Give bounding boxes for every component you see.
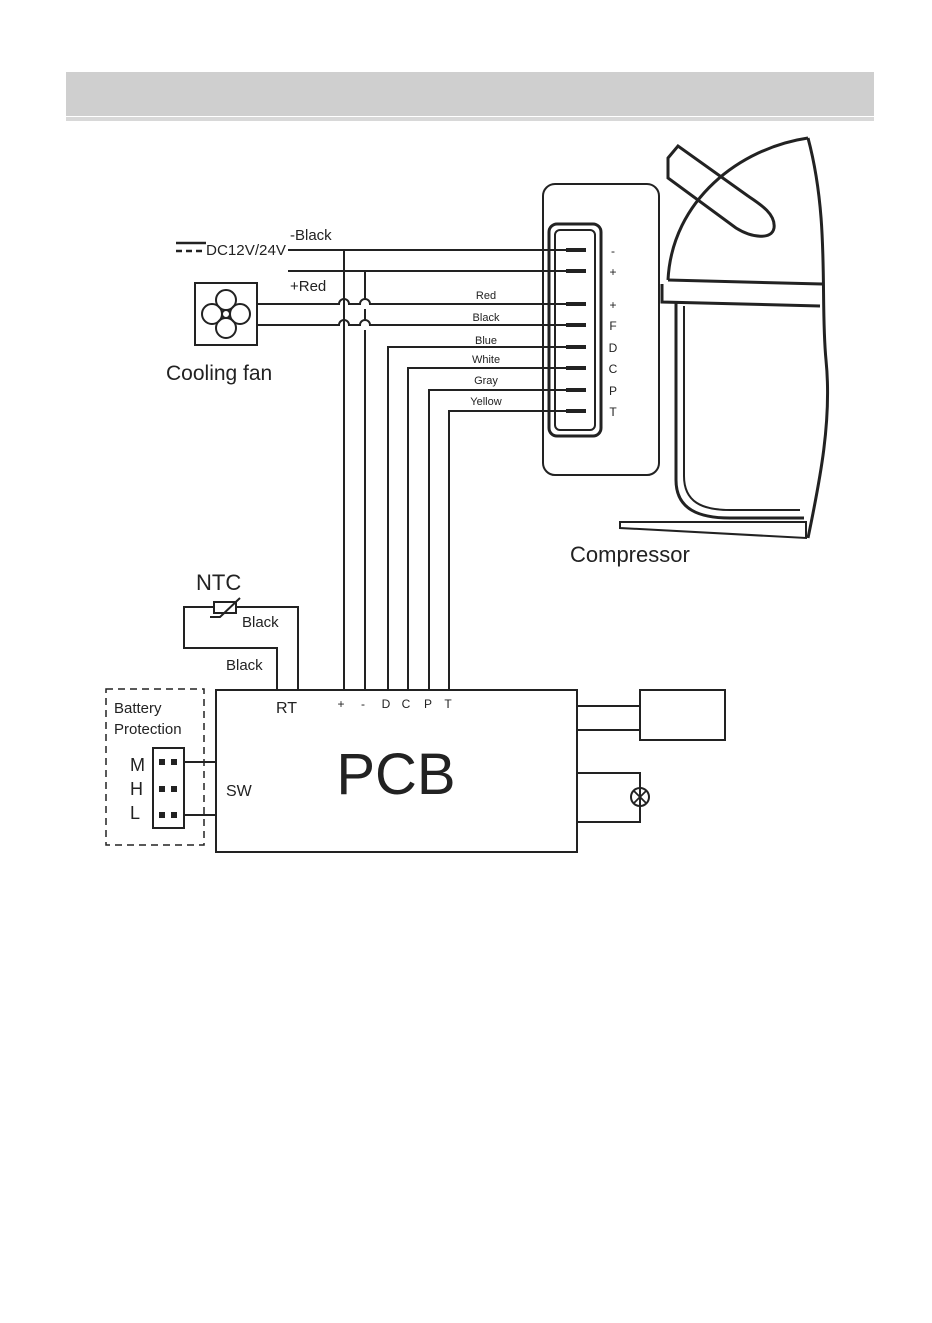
pin-label: -	[611, 244, 615, 258]
connector-box	[640, 690, 725, 740]
fan-label: Cooling fan	[166, 362, 272, 385]
wire-fan-red	[257, 299, 566, 304]
pcb-terminal: P	[424, 697, 432, 711]
wire-label: Red	[476, 290, 496, 302]
wire-t-yellow	[449, 411, 566, 690]
pcb-terminal: C	[402, 697, 411, 711]
pcb-terminal: T	[444, 697, 452, 711]
terminal-pin	[566, 409, 586, 413]
pin-label: C	[609, 362, 618, 376]
battery-title: Protection	[114, 721, 182, 738]
thermistor-icon	[210, 598, 240, 617]
pcb-label: PCB	[336, 742, 455, 807]
fan-icon	[195, 283, 257, 345]
power-neg-label: -Black	[290, 227, 332, 244]
terminal-pin	[566, 388, 586, 392]
pcb-terminal: D	[382, 697, 391, 711]
pcb-terminal-labels: + - D C P T	[337, 697, 452, 711]
pin-label: F	[609, 319, 616, 333]
battery-level-label: L	[130, 803, 140, 823]
compressor-pin-labels: - + + F D C P T	[609, 244, 618, 419]
ntc-wire-label: Black	[242, 614, 279, 631]
compressor-body	[543, 138, 828, 538]
pin-label: +	[609, 298, 616, 312]
battery-level-label: M	[130, 755, 145, 775]
pcb-sw-label: SW	[226, 783, 253, 800]
jumper-header-icon	[153, 748, 184, 828]
wire-label: White	[472, 354, 500, 366]
wire-label: Gray	[474, 375, 498, 387]
pin-label: T	[609, 405, 617, 419]
power-pos-label: +Red	[290, 278, 326, 295]
pin-label: +	[609, 265, 616, 279]
battery-title: Battery	[114, 700, 162, 717]
terminal-pin	[566, 269, 586, 273]
pcb-rt-label: RT	[276, 700, 297, 717]
dc-symbol-icon	[176, 243, 206, 251]
wire-fan-black	[257, 320, 566, 325]
compressor-label: Compressor	[570, 542, 690, 567]
compressor-terminals	[566, 248, 586, 413]
pin-label: P	[609, 384, 617, 398]
wire-label: Black	[473, 312, 500, 324]
pin-label: D	[609, 341, 618, 355]
terminal-pin	[566, 302, 586, 306]
pcb-terminal: +	[337, 697, 344, 711]
pcb-terminal: -	[361, 697, 365, 711]
power-label: DC12V/24V	[206, 242, 286, 259]
terminal-pin	[566, 345, 586, 349]
battery-level-label: H	[130, 779, 143, 799]
ntc-wire-label: Black	[226, 657, 263, 674]
wire-label: Yellow	[470, 396, 501, 408]
wire-label: Blue	[475, 335, 497, 347]
terminal-pin	[566, 248, 586, 252]
terminal-pin	[566, 366, 586, 370]
terminal-pin	[566, 323, 586, 327]
ntc-label: NTC	[196, 570, 241, 595]
